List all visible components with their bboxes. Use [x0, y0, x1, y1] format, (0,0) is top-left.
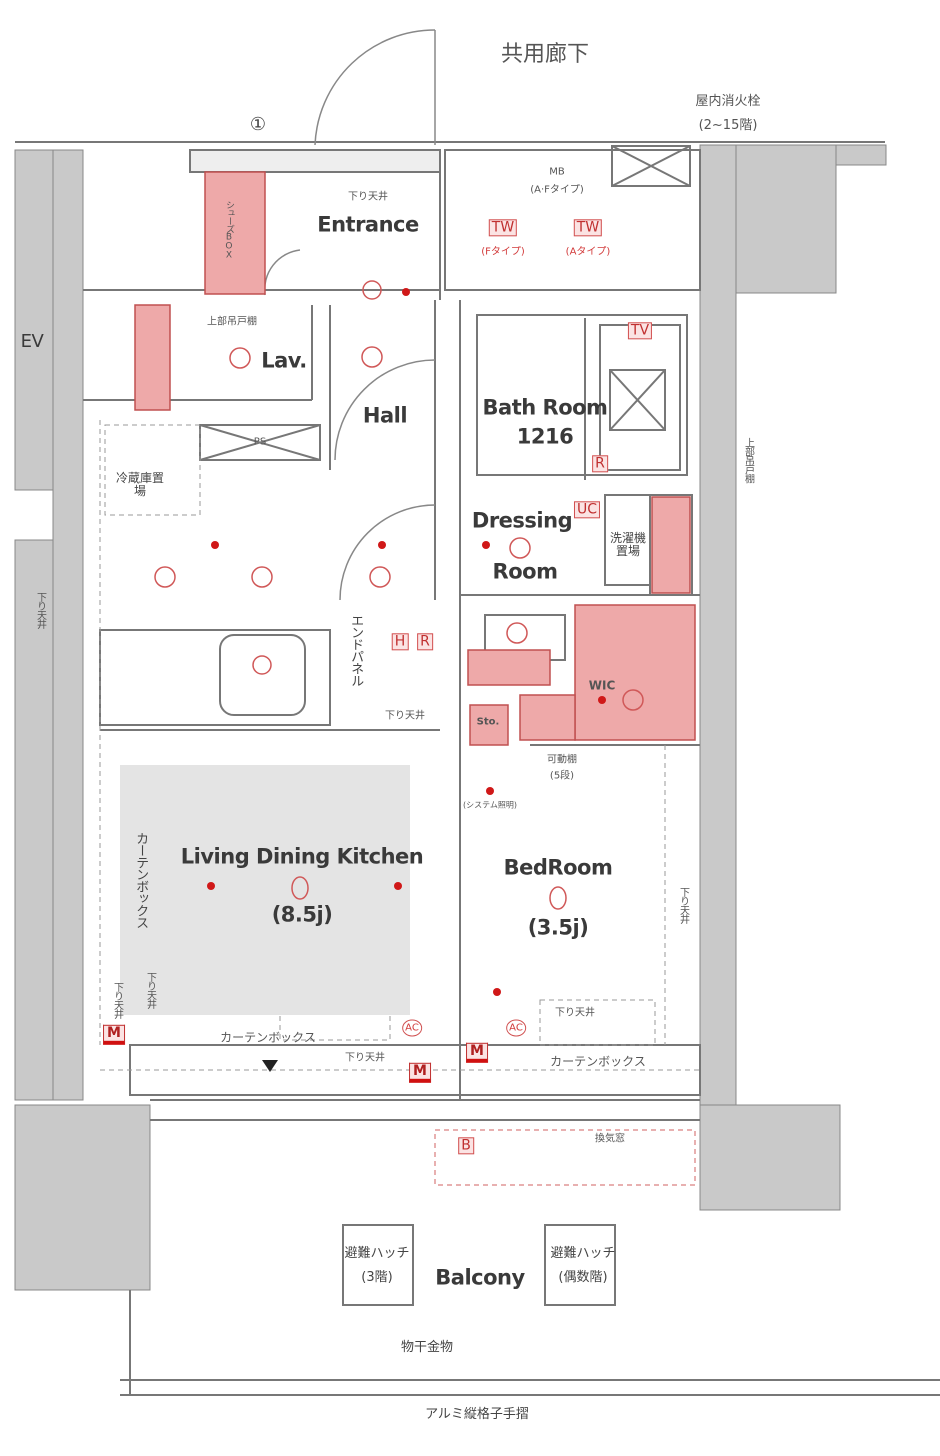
- ceiling-lights: [154, 280, 644, 910]
- system-light-label: (システム照明): [462, 800, 518, 810]
- lav-cabinet-label: 上部吊戸棚: [207, 316, 257, 328]
- multimedia-outlet-center: M: [409, 1062, 431, 1084]
- ldk-ceiling-b: 下り天井: [144, 972, 156, 1008]
- multimedia-outlet-bedroom: M: [466, 1042, 488, 1064]
- ldk-curtain-box: カーテンボックス: [220, 1030, 316, 1045]
- shoes-box-label: シューズBOX: [223, 200, 234, 260]
- bedroom-size: (3.5j): [527, 915, 589, 940]
- ldk-size: (8.5j): [271, 902, 333, 927]
- water-heater-a-type: (Aタイプ): [565, 246, 611, 258]
- ldk-ceiling-c: 下り天井: [345, 1052, 385, 1064]
- downlight-dots: [207, 288, 606, 996]
- ldk-ceiling-a: 下り天井: [111, 982, 123, 1018]
- ac-outlet-bedroom: AC: [506, 1019, 526, 1037]
- water-heater-f-type: (Fタイプ): [481, 246, 525, 258]
- kitchen-ceiling-label: 下り天井: [385, 710, 425, 722]
- washer-space-label: 洗濯機置場: [610, 530, 647, 558]
- bedroom-curtain-box: カーテンボックス: [550, 1054, 646, 1069]
- mb-type: (A·Fタイプ): [530, 184, 584, 196]
- hatch-left-label: 避難ハッチ: [344, 1245, 410, 1261]
- h-mark: H: [391, 633, 409, 651]
- bedroom-right-ceiling: 下り天井: [677, 887, 689, 923]
- r-mark: R: [417, 633, 433, 651]
- walls: [15, 141, 940, 1396]
- hall-label: Hall: [362, 403, 408, 428]
- hatch-right-floor: (偶数階): [558, 1269, 608, 1285]
- bathroom-label: Bath Room: [482, 395, 608, 420]
- window-label: 換気窓: [595, 1133, 625, 1145]
- dressing-label: Dressing: [471, 508, 573, 533]
- storage-fills: [134, 171, 696, 746]
- b-mark: B: [458, 1137, 474, 1155]
- hydrant-floors: (2~15階): [698, 117, 758, 133]
- structural-walls: [14, 144, 887, 1291]
- bedroom-low-ceiling: 下り天井: [555, 1007, 595, 1019]
- meter-mark: ①: [249, 114, 267, 136]
- uc-mark: UC: [573, 501, 601, 519]
- entry-arrow-icon: [262, 1060, 278, 1072]
- ldk-label: Living Dining Kitchen: [180, 844, 424, 869]
- water-heater-f: TW: [488, 219, 518, 237]
- shelf-label: 可動棚: [547, 754, 577, 766]
- ldk-flooring: [120, 765, 410, 1015]
- bath-r-mark: R: [592, 455, 608, 473]
- entrance-ceiling: 下り天井: [348, 191, 388, 203]
- wic-label: WIC: [588, 678, 616, 693]
- elevator-label: EV: [20, 331, 44, 353]
- entrance-label: Entrance: [317, 212, 419, 237]
- ps-label: PS: [253, 436, 267, 448]
- bedroom-label: BedRoom: [503, 855, 613, 880]
- water-heater-a: TW: [573, 219, 603, 237]
- right-cabinet-label: 上部吊戸棚: [742, 437, 754, 483]
- storage-label: Sto.: [476, 716, 500, 728]
- bathroom-size: 1216: [516, 424, 574, 449]
- door-swings: [263, 29, 436, 601]
- clothes-dryer-hardware-label: 物干金物: [400, 1339, 454, 1355]
- shelf-count: (5段): [549, 770, 575, 782]
- mb-label: MB: [549, 166, 565, 178]
- hydrant-label: 屋内消火栓: [695, 93, 761, 109]
- left-ceiling-label: 下り天井: [34, 592, 46, 628]
- tv-outlet: TV: [627, 322, 653, 340]
- ldk-curtain-box-vertical: カーテンボックス: [133, 832, 149, 928]
- ac-outlet-ldk: AC: [402, 1019, 422, 1037]
- dressing-room-label: Room: [492, 559, 558, 584]
- multimedia-outlet-ldk: M: [103, 1024, 125, 1046]
- corridor-label: 共用廊下: [500, 41, 590, 67]
- hatch-left-floor: (3階): [361, 1269, 393, 1285]
- balcony-label: Balcony: [435, 1265, 525, 1290]
- hatch-right-label: 避難ハッチ: [550, 1245, 616, 1261]
- end-panel-label: エンドパネル: [348, 614, 364, 686]
- fridge-space-label: 冷蔵庫置場: [115, 470, 164, 498]
- railing-label: アルミ縦格子手摺: [425, 1406, 529, 1422]
- lav-label: Lav.: [261, 348, 307, 373]
